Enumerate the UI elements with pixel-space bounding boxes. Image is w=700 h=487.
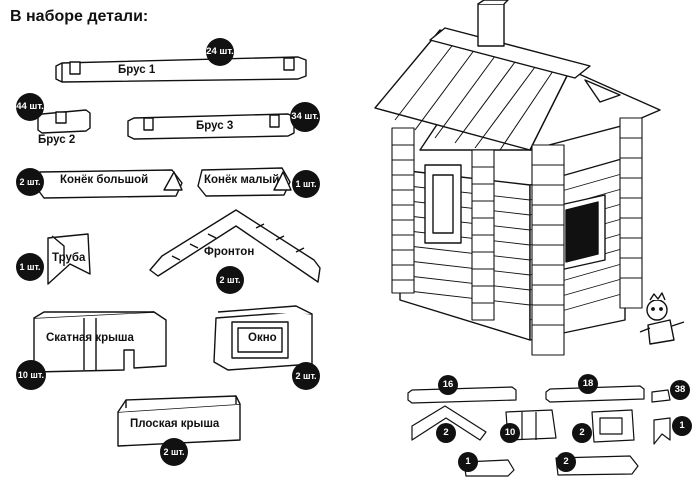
konek-big-label: Конёк большой	[60, 174, 149, 186]
fronton-label: Фронтон	[204, 246, 255, 258]
ploskaya-drawing	[117, 395, 241, 447]
konek-big-count-badge: 2 шт.	[16, 168, 44, 196]
used-konek-small-badge: 1	[458, 452, 478, 472]
brus2-label: Брус 2	[38, 134, 76, 146]
house-drawing	[374, 0, 661, 356]
okno-count-badge: 2 шт.	[292, 362, 320, 390]
brus3-drawing	[127, 113, 295, 140]
okno-drawing	[213, 305, 313, 371]
brus3-count-badge: 34 шт.	[290, 102, 320, 132]
skat-drawing	[33, 311, 167, 373]
used-skat-badge: 10	[500, 423, 520, 443]
brus2-count-badge: 44 шт.	[16, 93, 44, 121]
truba-drawing	[47, 233, 91, 285]
used-brus1-badge: 16	[438, 375, 458, 395]
truba-count-badge: 1 шт.	[16, 253, 44, 281]
brus1-drawing	[55, 56, 307, 83]
fronton-drawing	[149, 209, 321, 283]
brus3-label: Брус 3	[196, 120, 234, 132]
truba-label: Труба	[52, 252, 86, 264]
konek-small-count-badge: 1 шт.	[292, 170, 320, 198]
skat-count-badge: 10 шт.	[16, 360, 46, 390]
ploskaya-label: Плоская крыша	[130, 418, 220, 430]
used-konek-big-badge: 2	[556, 452, 576, 472]
used-brus3-badge: 18	[578, 374, 598, 394]
skat-label: Скатная крыша	[46, 332, 134, 344]
okno-label: Окно	[248, 332, 277, 344]
used-fronton-badge: 2	[436, 423, 456, 443]
brus1-count-badge: 24 шт.	[206, 38, 234, 66]
used-parts-drawing	[407, 385, 671, 477]
character-drawing	[639, 292, 685, 345]
konek-small-label: Конёк малый	[204, 174, 280, 186]
page-title: В наборе детали:	[10, 8, 149, 25]
used-truba-badge: 1	[672, 416, 692, 436]
used-brus2-badge: 38	[670, 380, 690, 400]
ploskaya-count-badge: 2 шт.	[160, 438, 188, 466]
brus2-drawing	[37, 109, 91, 134]
brus1-label: Брус 1	[118, 64, 156, 76]
used-okno-badge: 2	[572, 423, 592, 443]
fronton-count-badge: 2 шт.	[216, 266, 244, 294]
konek-small-drawing	[197, 167, 292, 197]
